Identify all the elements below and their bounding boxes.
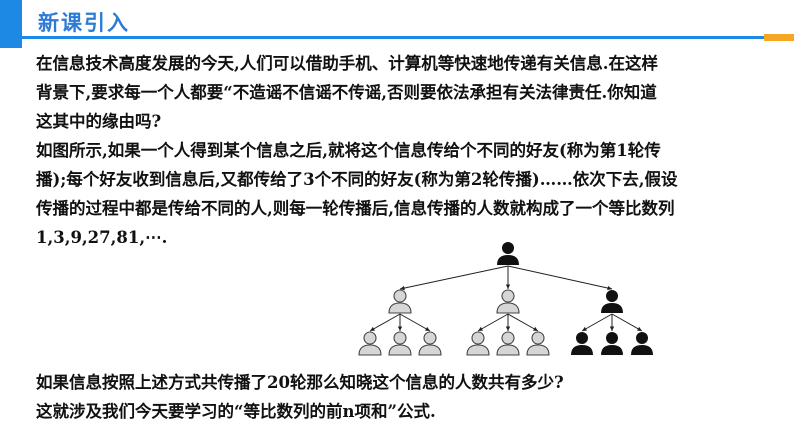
level2-person-icon — [466, 331, 490, 356]
arrow-head — [397, 326, 403, 331]
arrow-head — [607, 285, 612, 291]
header-divider — [22, 36, 764, 39]
text-line: 如果信息按照上述方式共传播了20轮那么知晓这个信息的人数共有多少? — [36, 373, 564, 392]
text-line: 如图所示,如果一个人得到某个信息之后,就将这个信息传给个不同的好友(称为第1轮传 — [36, 141, 661, 160]
text-line: 这就涉及我们今天要学习的“等比数列的前n项和”公式. — [36, 402, 436, 421]
level2-person-icon — [526, 331, 550, 356]
level1-person-icon — [496, 289, 520, 314]
header-accent — [764, 34, 794, 41]
spread-arrow — [399, 265, 509, 290]
level2-person-icon — [601, 332, 623, 355]
spread-arrow — [369, 313, 401, 332]
question-paragraph: 如果信息按照上述方式共传播了20轮那么知晓这个信息的人数共有多少? 这就涉及我们… — [36, 368, 776, 426]
intro-paragraph: 在信息技术高度发展的今天,人们可以借助手机、计算机等快速地传递有关信息.在这样 … — [36, 49, 776, 136]
example-paragraph: 如图所示,如果一个人得到某个信息之后,就将这个信息传给个不同的好友(称为第1轮传… — [36, 136, 776, 252]
header-left-block — [0, 0, 22, 48]
root-person-icon — [497, 242, 519, 265]
spread-arrow — [581, 313, 613, 332]
level1-person-icon — [601, 290, 623, 313]
spread-arrow — [477, 313, 509, 332]
arrow-head — [425, 326, 430, 331]
arrow-head — [505, 326, 511, 331]
text-line: 背景下,要求每一个人都要“不造谣不信谣不传谣,否则要依法承担有关法律责任.你知道 — [36, 83, 657, 102]
text-line: 这其中的缘由吗? — [36, 112, 162, 131]
text-line: 播);每个好友收到信息后,又都传给了3个不同的好友(称为第2轮传播)……依次下去… — [36, 170, 678, 189]
spread-arrow — [611, 313, 643, 332]
spread-tree-diagram — [358, 242, 653, 356]
arrow-head — [582, 326, 587, 331]
spread-arrow — [399, 313, 431, 332]
level2-person-icon — [496, 331, 520, 356]
arrow-head — [637, 326, 642, 331]
text-line: 1,3,9,27,81,⋯. — [36, 228, 168, 247]
arrow-head — [400, 285, 405, 291]
text-line: 在信息技术高度发展的今天,人们可以借助手机、计算机等快速地传递有关信息.在这样 — [36, 54, 658, 73]
arrow-head — [609, 326, 615, 331]
arrow-head — [505, 284, 511, 289]
spread-arrow — [507, 265, 613, 290]
level2-person-icon — [388, 331, 412, 356]
level1-person-icon — [388, 289, 412, 314]
arrow-head — [370, 326, 375, 331]
page-title: 新课引入 — [38, 11, 130, 35]
arrow-head — [533, 326, 538, 331]
level2-person-icon — [571, 332, 593, 355]
spread-arrow — [507, 313, 539, 332]
text-line: 传播的过程中都是传给不同的人,则每一轮传播后,信息传播的人数就构成了一个等比数列 — [36, 199, 675, 218]
arrow-head — [478, 326, 483, 331]
level2-person-icon — [631, 332, 653, 355]
level2-person-icon — [418, 331, 442, 356]
level2-person-icon — [358, 331, 382, 356]
